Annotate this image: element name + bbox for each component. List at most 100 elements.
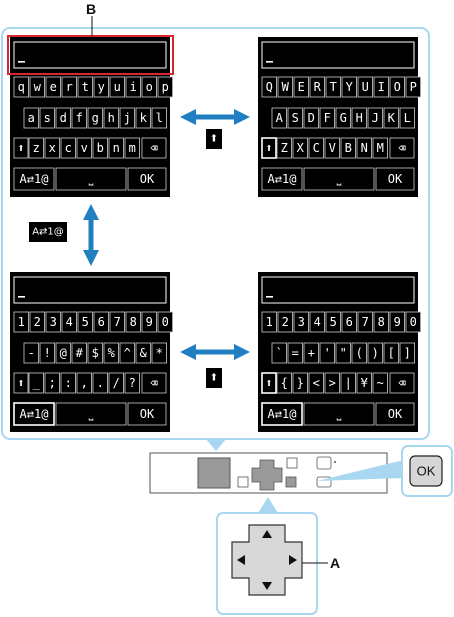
key[interactable]: / bbox=[108, 372, 125, 394]
key[interactable]: ' bbox=[319, 342, 336, 364]
key[interactable]: C bbox=[308, 137, 325, 159]
key[interactable]: ` bbox=[271, 342, 288, 364]
key[interactable]: j bbox=[119, 107, 136, 129]
key[interactable]: % bbox=[103, 342, 120, 364]
key[interactable]: # bbox=[71, 342, 88, 364]
backspace-key[interactable]: ⌫ bbox=[389, 137, 415, 159]
key[interactable]: + bbox=[303, 342, 320, 364]
key[interactable]: 2 bbox=[277, 311, 294, 333]
key[interactable]: @ bbox=[55, 342, 72, 364]
key[interactable]: U bbox=[357, 76, 374, 98]
key[interactable]: h bbox=[103, 107, 120, 129]
key[interactable]: e bbox=[45, 76, 62, 98]
key[interactable]: $ bbox=[87, 342, 104, 364]
key[interactable]: q bbox=[13, 76, 30, 98]
key[interactable]: 9 bbox=[141, 311, 158, 333]
key[interactable]: f bbox=[71, 107, 88, 129]
key[interactable]: D bbox=[303, 107, 320, 129]
dpad-left-icon[interactable] bbox=[237, 555, 245, 565]
key[interactable]: Z bbox=[276, 137, 293, 159]
key[interactable]: ? bbox=[124, 372, 141, 394]
key[interactable]: : bbox=[60, 372, 77, 394]
key[interactable]: [ bbox=[383, 342, 400, 364]
key[interactable]: - bbox=[23, 342, 40, 364]
key[interactable]: 5 bbox=[325, 311, 342, 333]
key[interactable]: g bbox=[87, 107, 104, 129]
key[interactable]: W bbox=[277, 76, 294, 98]
key[interactable]: t bbox=[77, 76, 94, 98]
key[interactable]: ^ bbox=[119, 342, 136, 364]
key[interactable]: ; bbox=[44, 372, 61, 394]
shift-key[interactable]: ⬆ bbox=[261, 372, 277, 394]
key[interactable]: < bbox=[308, 372, 325, 394]
key[interactable]: d bbox=[55, 107, 72, 129]
key[interactable]: 5 bbox=[77, 311, 94, 333]
key[interactable]: X bbox=[292, 137, 309, 159]
key[interactable]: H bbox=[351, 107, 368, 129]
key[interactable]: ~ bbox=[372, 372, 389, 394]
key[interactable]: T bbox=[325, 76, 342, 98]
key[interactable]: 3 bbox=[45, 311, 62, 333]
shift-key[interactable]: ⬆ bbox=[261, 137, 277, 159]
key[interactable]: " bbox=[335, 342, 352, 364]
key[interactable]: c bbox=[60, 137, 77, 159]
ok-button[interactable] bbox=[409, 455, 443, 487]
key[interactable]: 9 bbox=[389, 311, 406, 333]
text-input-field[interactable] bbox=[13, 41, 167, 69]
shift-key[interactable]: ⬆ bbox=[13, 372, 29, 394]
key[interactable]: 8 bbox=[373, 311, 390, 333]
key[interactable]: 6 bbox=[93, 311, 110, 333]
key[interactable]: 7 bbox=[109, 311, 126, 333]
key[interactable]: m bbox=[124, 137, 141, 159]
key[interactable]: ) bbox=[367, 342, 384, 364]
key[interactable]: p bbox=[157, 76, 174, 98]
text-input-field[interactable] bbox=[261, 276, 415, 304]
key[interactable]: _ bbox=[28, 372, 45, 394]
mode-switch-key[interactable]: A⇄1@ bbox=[261, 167, 303, 191]
key[interactable]: 7 bbox=[357, 311, 374, 333]
key[interactable]: E bbox=[293, 76, 310, 98]
key[interactable]: b bbox=[92, 137, 109, 159]
key[interactable]: x bbox=[44, 137, 61, 159]
key[interactable]: M bbox=[372, 137, 389, 159]
key[interactable]: 1 bbox=[13, 311, 30, 333]
key[interactable]: ] bbox=[399, 342, 416, 364]
ok-key[interactable]: OK bbox=[127, 167, 167, 191]
key[interactable]: 2 bbox=[29, 311, 46, 333]
dpad-right-icon[interactable] bbox=[289, 555, 297, 565]
text-input-field[interactable] bbox=[261, 41, 415, 69]
key[interactable]: F bbox=[319, 107, 336, 129]
key[interactable]: 0 bbox=[405, 311, 422, 333]
dpad-down-icon[interactable] bbox=[262, 582, 272, 590]
key[interactable]: r bbox=[61, 76, 78, 98]
key[interactable]: { bbox=[276, 372, 293, 394]
key[interactable]: S bbox=[287, 107, 304, 129]
key[interactable]: w bbox=[29, 76, 46, 98]
dpad-up-icon[interactable] bbox=[262, 530, 272, 538]
key[interactable]: k bbox=[135, 107, 152, 129]
key[interactable]: J bbox=[367, 107, 384, 129]
key[interactable]: 0 bbox=[157, 311, 174, 333]
ok-key[interactable]: OK bbox=[375, 402, 415, 426]
key[interactable]: 8 bbox=[125, 311, 142, 333]
key[interactable]: n bbox=[108, 137, 125, 159]
key[interactable]: R bbox=[309, 76, 326, 98]
key[interactable]: N bbox=[356, 137, 373, 159]
key[interactable]: B bbox=[340, 137, 357, 159]
key[interactable]: v bbox=[76, 137, 93, 159]
key[interactable]: Q bbox=[261, 76, 278, 98]
dpad[interactable] bbox=[231, 524, 303, 596]
ok-key[interactable]: OK bbox=[375, 167, 415, 191]
key[interactable]: I bbox=[373, 76, 390, 98]
key[interactable]: | bbox=[340, 372, 357, 394]
key[interactable]: l bbox=[151, 107, 168, 129]
key[interactable]: y bbox=[93, 76, 110, 98]
text-input-field[interactable] bbox=[13, 276, 167, 304]
space-key[interactable]: ⎵ bbox=[303, 167, 375, 191]
key[interactable]: 6 bbox=[341, 311, 358, 333]
key[interactable]: K bbox=[383, 107, 400, 129]
space-key[interactable]: ⎵ bbox=[55, 402, 127, 426]
key[interactable]: * bbox=[151, 342, 168, 364]
key[interactable]: P bbox=[405, 76, 422, 98]
key[interactable]: , bbox=[76, 372, 93, 394]
